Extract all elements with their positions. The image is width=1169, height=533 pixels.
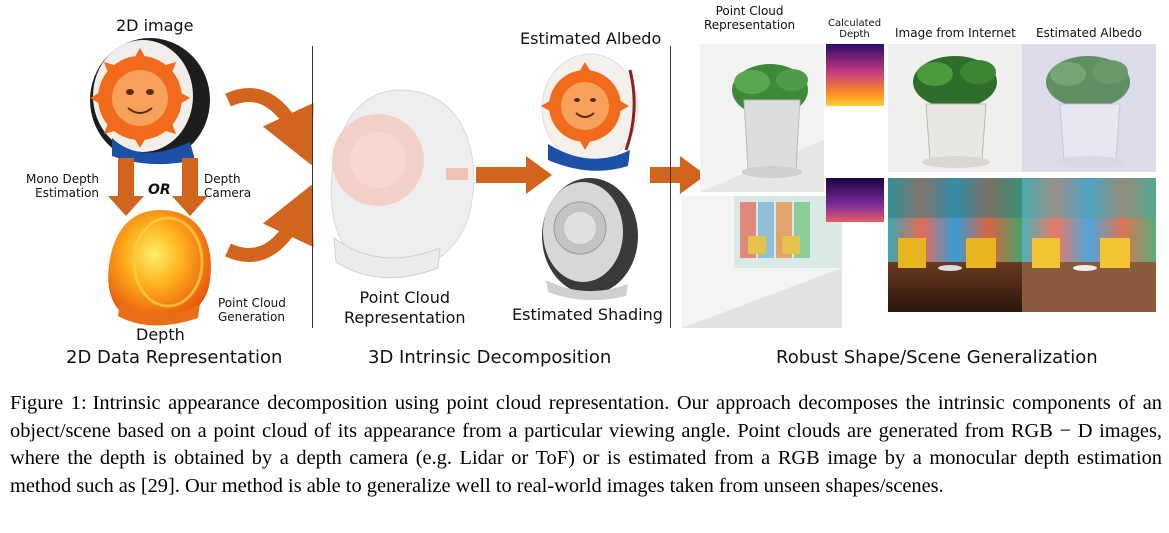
plant-estimated-albedo — [1022, 44, 1156, 172]
scene-calculated-depth — [826, 178, 884, 222]
divider-right — [670, 46, 671, 328]
divider-left — [312, 46, 313, 328]
estimated-albedo-object — [541, 53, 639, 171]
label-calculated-depth: Calculated Depth — [828, 18, 882, 40]
plant-internet-image — [888, 44, 1022, 172]
plant-calculated-depth — [826, 44, 884, 106]
label-point-cloud-representation-mid: Point Cloud Representation — [344, 288, 466, 327]
label-estimated-albedo-mid: Estimated Albedo — [520, 29, 662, 48]
mono-depth-arrow — [108, 158, 144, 216]
section-title-left: 2D Data Representation — [66, 347, 283, 368]
scene-estimated-albedo — [1022, 178, 1156, 312]
caption-text: Intrinsic appearance decomposition using… — [10, 392, 1162, 497]
figure-graphics — [90, 38, 1156, 328]
section-title-right: Robust Shape/Scene Generalization — [776, 347, 1098, 368]
label-depth-camera: Depth Camera — [204, 172, 252, 200]
estimated-shading-object — [542, 178, 638, 301]
depth-map-image — [108, 210, 211, 326]
label-point-cloud-generation: Point Cloud Generation — [218, 296, 286, 324]
point-cloud-image — [330, 89, 475, 279]
sun-ornament-image — [90, 38, 210, 165]
label-mono-depth: Mono Depth Estimation — [26, 172, 100, 200]
scene-internet-image — [888, 178, 1022, 312]
curved-arrow-lower — [225, 184, 314, 262]
arrow-to-generalization — [650, 156, 706, 194]
label-2d-image: 2D image — [116, 16, 194, 35]
arrow-to-decomposition — [476, 156, 552, 194]
plant-point-cloud — [700, 44, 824, 192]
label-point-cloud-representation-right: Point Cloud Representation — [704, 4, 796, 32]
figure-caption: Figure 1:Intrinsic appearance decomposit… — [10, 390, 1162, 500]
label-or: OR — [148, 182, 171, 198]
label-depth: Depth — [136, 325, 185, 344]
section-title-middle: 3D Intrinsic Decomposition — [368, 347, 612, 368]
figure: 2D image Mono Depth Estimation OR Depth … — [26, 4, 1156, 368]
scene-point-cloud — [682, 196, 842, 328]
label-image-from-internet: Image from Internet — [895, 26, 1016, 40]
curved-arrow-upper — [225, 88, 314, 166]
caption-label: Figure 1: — [10, 392, 87, 414]
label-estimated-albedo-right: Estimated Albedo — [1036, 26, 1142, 40]
depth-camera-arrow — [172, 158, 208, 216]
label-estimated-shading: Estimated Shading — [512, 305, 663, 324]
